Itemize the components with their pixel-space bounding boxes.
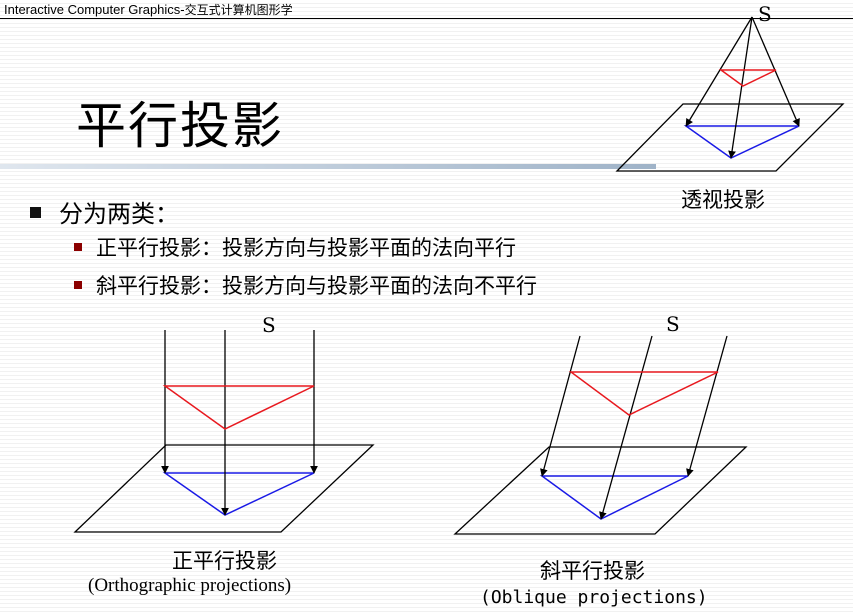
projector-line (685, 16, 753, 127)
orthographic-caption-en: (Orthographic projections) (88, 575, 292, 596)
header-bar: Interactive Computer Graphics-交互式计算机图形学 (0, 0, 853, 19)
perspective-caption: 透视投影 (681, 188, 765, 212)
sub-bullet-oblique: 斜平行投影：投影方向与投影平面的法向不平行 (74, 270, 537, 300)
projector-line (686, 335, 728, 477)
orthographic-caption-zh: 正平行投影 (172, 549, 277, 573)
projected-triangle (539, 475, 689, 520)
page-title: 平行投影 (76, 97, 284, 155)
projector-line (599, 335, 653, 520)
header-title-en: Interactive Computer Graphics- (4, 2, 185, 17)
bullet-square-icon (74, 280, 82, 289)
sub-bullet-text: 正平行投影：投影方向与投影平面的法向平行 (96, 236, 516, 260)
projection-plane (453, 446, 748, 535)
projector-line (540, 335, 581, 477)
oblique-caption-en: (Oblique projections) (480, 587, 708, 608)
title-divider (0, 164, 656, 169)
object-triangle (568, 371, 719, 416)
projected-triangle (683, 125, 800, 159)
main-bullet-text: 分为两类： (59, 200, 179, 228)
bullet-square-icon (74, 242, 82, 251)
bullet-square-icon (30, 207, 41, 218)
header-title: Interactive Computer Graphics-交互式计算机图形学 (4, 1, 293, 18)
perspective-diagram (615, 16, 845, 172)
projected-triangle (162, 472, 315, 516)
oblique-caption-zh: 斜平行投影 (540, 559, 645, 583)
projector-line (751, 16, 800, 127)
projection-plane (615, 103, 845, 172)
header-title-zh: 交互式计算机图形学 (184, 3, 293, 17)
projection-plane (73, 444, 375, 533)
object-triangle (718, 69, 777, 87)
object-triangle (162, 385, 315, 430)
orthographic-diagram (73, 330, 375, 533)
projector-line (728, 16, 753, 159)
sub-bullet-text: 斜平行投影：投影方向与投影平面的法向不平行 (96, 274, 537, 298)
point-label-s: S (262, 313, 276, 337)
sub-bullet-orthographic: 正平行投影：投影方向与投影平面的法向平行 (74, 232, 516, 262)
main-bullet: 分为两类： (30, 194, 179, 229)
point-label-s: S (758, 2, 772, 26)
oblique-diagram (453, 335, 748, 535)
point-label-s: S (666, 312, 680, 336)
